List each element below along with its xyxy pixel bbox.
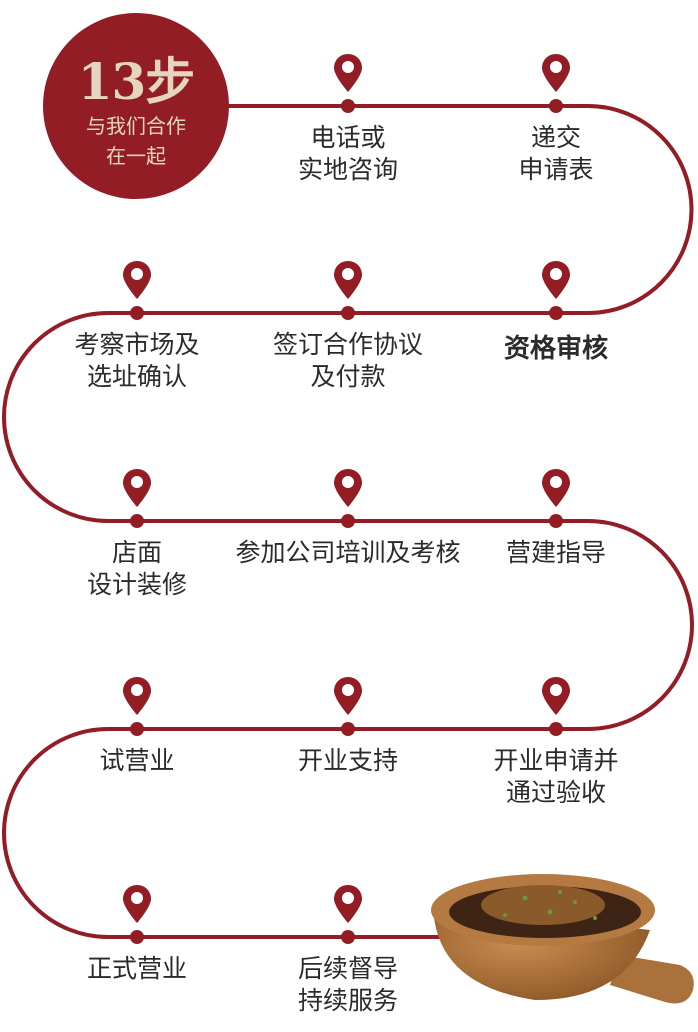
step-label: 资格审核 bbox=[441, 333, 671, 365]
step-dot bbox=[130, 306, 144, 320]
step-label: 营建指导 bbox=[441, 537, 671, 569]
map-pin-icon bbox=[123, 469, 151, 507]
steps-badge: 13步 与我们合作 在一起 bbox=[43, 13, 229, 199]
map-pin-icon bbox=[334, 677, 362, 715]
step-label-line: 后续督导 bbox=[297, 954, 398, 983]
map-pin-icon bbox=[334, 261, 362, 299]
step-label-line: 参加公司培训及考核 bbox=[235, 538, 461, 567]
step-label: 参加公司培训及考核 bbox=[208, 537, 488, 569]
step-dot bbox=[549, 306, 563, 320]
step-label-line: 设计装修 bbox=[86, 570, 187, 599]
step-label-line: 选址确认 bbox=[86, 362, 187, 391]
step-label: 电话或实地咨询 bbox=[233, 122, 463, 186]
step-label-line: 资格审核 bbox=[503, 334, 608, 364]
step-dot bbox=[549, 514, 563, 528]
map-pin-icon bbox=[542, 261, 570, 299]
step-label-line: 电话或 bbox=[310, 123, 386, 152]
step-label-line: 试营业 bbox=[99, 746, 175, 775]
step-dot bbox=[130, 930, 144, 944]
badge-count: 13步 bbox=[77, 52, 196, 111]
step-dot bbox=[341, 99, 355, 113]
badge-line1: 与我们合作 bbox=[86, 114, 186, 138]
step-label: 开业支持 bbox=[233, 745, 463, 777]
step-label-line: 递交 bbox=[530, 123, 581, 152]
map-pin-icon bbox=[542, 469, 570, 507]
step-label: 签订合作协议及付款 bbox=[233, 329, 463, 393]
badge-line2: 在一起 bbox=[106, 144, 166, 168]
step-label-line: 通过验收 bbox=[505, 778, 606, 807]
step-dot bbox=[130, 722, 144, 736]
clay-pot-dish-image bbox=[431, 874, 694, 1004]
step-label: 正式营业 bbox=[22, 953, 252, 985]
step-dot bbox=[341, 930, 355, 944]
step-dot bbox=[130, 514, 144, 528]
step-dot bbox=[341, 722, 355, 736]
step-dot bbox=[549, 722, 563, 736]
map-pin-icon bbox=[542, 54, 570, 92]
step-label: 后续督导持续服务 bbox=[233, 953, 463, 1017]
step-label-line: 持续服务 bbox=[297, 986, 398, 1015]
map-pin-icon bbox=[334, 885, 362, 923]
step-label: 考察市场及选址确认 bbox=[22, 329, 252, 393]
step-dot bbox=[341, 514, 355, 528]
map-pin-icon bbox=[123, 885, 151, 923]
map-pin-icon bbox=[123, 677, 151, 715]
step-label-line: 开业申请并 bbox=[493, 746, 619, 775]
step-label: 店面设计装修 bbox=[22, 537, 252, 601]
map-pin-icon bbox=[334, 54, 362, 92]
step-label-line: 实地咨询 bbox=[297, 155, 398, 184]
step-label-line: 及付款 bbox=[310, 362, 386, 391]
map-pin-icon bbox=[334, 469, 362, 507]
step-label-line: 营建指导 bbox=[505, 538, 606, 567]
step-label: 递交申请表 bbox=[441, 122, 671, 186]
map-pin-icon bbox=[123, 261, 151, 299]
step-label: 开业申请并通过验收 bbox=[441, 745, 671, 809]
step-label-line: 申请表 bbox=[518, 155, 594, 184]
step-dot bbox=[549, 99, 563, 113]
step-label-line: 签订合作协议 bbox=[272, 330, 423, 359]
step-label-line: 开业支持 bbox=[297, 746, 398, 775]
step-label: 试营业 bbox=[22, 745, 252, 777]
step-label-line: 正式营业 bbox=[86, 954, 187, 983]
step-label-line: 店面 bbox=[111, 538, 162, 567]
map-pin-icon bbox=[542, 677, 570, 715]
step-dot bbox=[341, 306, 355, 320]
step-label-line: 考察市场及 bbox=[74, 330, 200, 359]
